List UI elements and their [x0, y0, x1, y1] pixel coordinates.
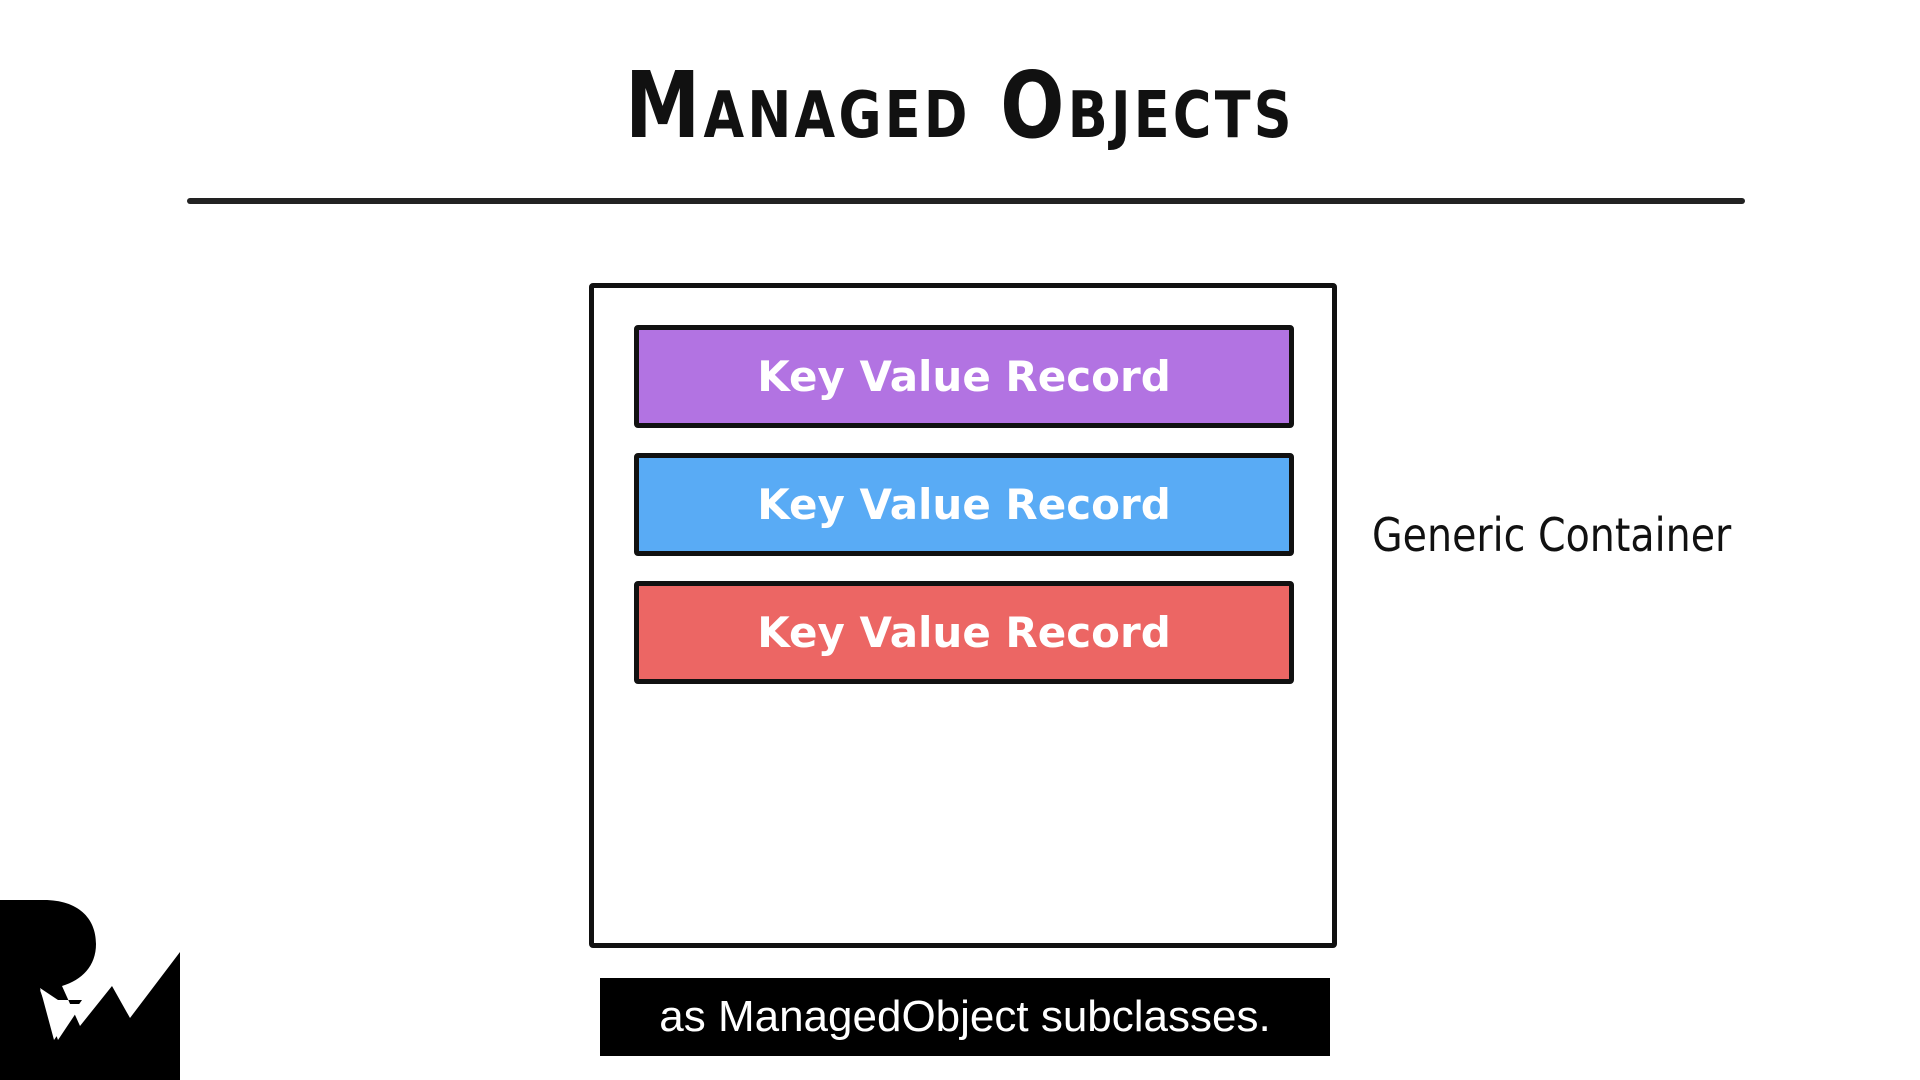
key-value-record-red: Key Value Record — [634, 581, 1294, 684]
key-value-record-purple: Key Value Record — [634, 325, 1294, 428]
title-divider — [187, 198, 1745, 204]
rw-logo-icon — [0, 900, 180, 1080]
slide-title: Managed Objects — [625, 52, 1295, 159]
subtitle-caption: as ManagedObject subclasses. — [600, 978, 1330, 1056]
key-value-record-blue: Key Value Record — [634, 453, 1294, 556]
generic-container-label: Generic Container — [1372, 508, 1732, 562]
